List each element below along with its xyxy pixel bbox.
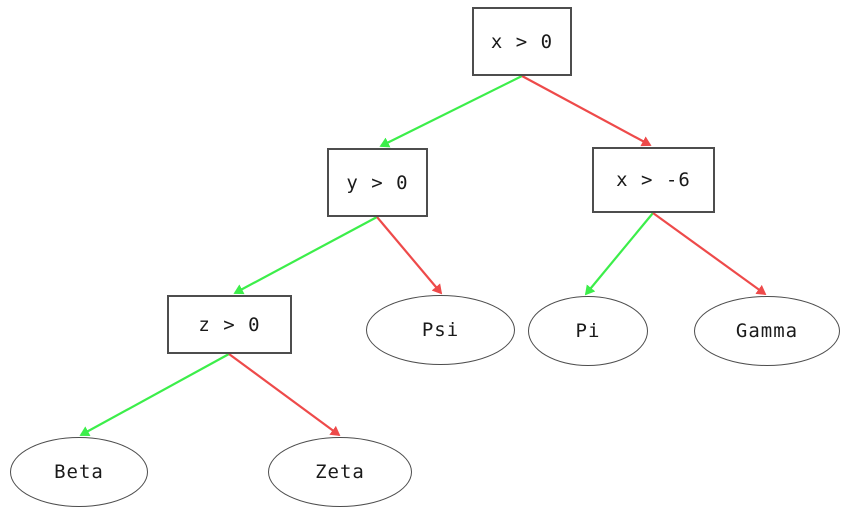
node-label-root: x > 0 xyxy=(490,30,554,53)
node-label-pi: Pi xyxy=(575,320,601,342)
leaf-node-beta[interactable]: Beta xyxy=(10,437,148,507)
edge-y-test-true xyxy=(233,216,378,295)
edge-z-test-true xyxy=(79,353,230,437)
leaf-node-psi[interactable]: Psi xyxy=(366,295,515,365)
edge-z-test-false xyxy=(228,353,341,437)
node-label-y-test: y > 0 xyxy=(346,171,409,194)
node-label-x-neg6-test: x > -6 xyxy=(616,169,691,191)
edge-root-true xyxy=(379,75,523,148)
edge-y-test-false xyxy=(376,216,443,295)
leaf-node-zeta[interactable]: Zeta xyxy=(268,437,412,507)
edge-x-neg6-false xyxy=(652,212,767,296)
node-label-z-test: z > 0 xyxy=(198,313,261,336)
node-label-beta: Beta xyxy=(54,461,104,483)
decision-node-root[interactable]: x > 0 xyxy=(472,7,572,76)
edge-root-false xyxy=(521,75,652,147)
leaf-node-pi[interactable]: Pi xyxy=(528,296,648,366)
decision-node-x-neg6-test[interactable]: x > -6 xyxy=(592,147,715,213)
edge-x-neg6-true xyxy=(584,212,654,296)
decision-node-z-test[interactable]: z > 0 xyxy=(167,295,292,354)
node-label-gamma: Gamma xyxy=(735,320,799,342)
decision-node-y-test[interactable]: y > 0 xyxy=(327,148,428,217)
node-label-psi: Psi xyxy=(421,319,460,341)
node-label-zeta: Zeta xyxy=(315,461,365,483)
leaf-node-gamma[interactable]: Gamma xyxy=(694,296,840,366)
